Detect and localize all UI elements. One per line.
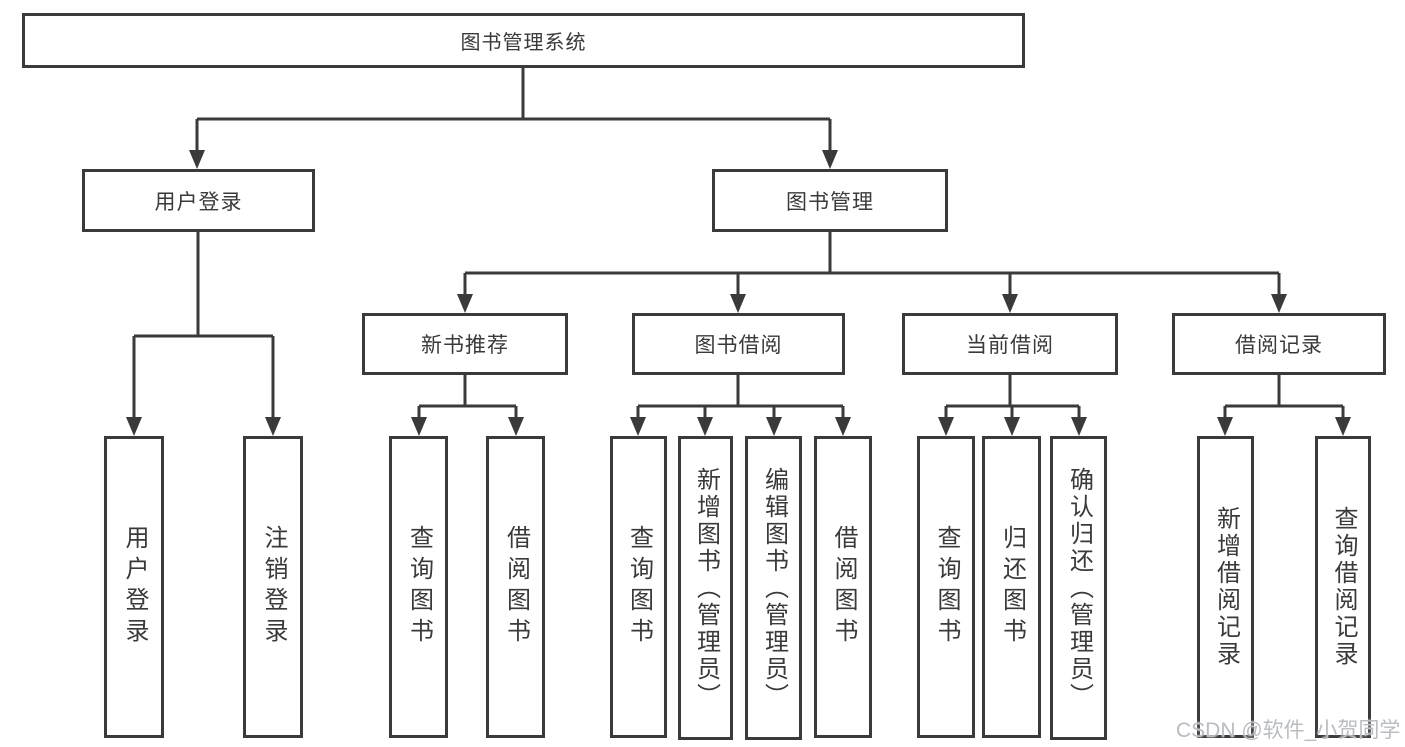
node-label: 新增借阅记录 xyxy=(1212,506,1240,668)
node-book-management: 图书管理 xyxy=(712,169,948,232)
node-new-book-recommendation: 新书推荐 xyxy=(362,313,568,375)
node-label: 新书推荐 xyxy=(421,334,509,357)
node-label: 归还图书 xyxy=(998,525,1026,649)
leaf-add-borrow-record: 新增借阅记录 xyxy=(1197,436,1254,738)
leaf-return-books: 归还图书 xyxy=(982,436,1041,738)
node-label: 借阅图书 xyxy=(830,525,857,649)
node-label: 用户登录 xyxy=(154,190,243,214)
node-borrowing-records: 借阅记录 xyxy=(1172,313,1386,375)
leaf-edit-books-admin: 编辑图书（管理员） xyxy=(745,436,802,740)
leaf-query-books-borrow: 查询图书 xyxy=(610,436,667,738)
node-library-management-system: 图书管理系统 xyxy=(22,13,1025,68)
node-label: 编辑图书（管理员） xyxy=(760,466,788,710)
node-label: 查询图书 xyxy=(625,525,653,649)
node-user-login: 用户登录 xyxy=(82,169,315,232)
node-label: 查询借阅记录 xyxy=(1330,506,1357,668)
leaf-add-books-admin: 新增图书（管理员） xyxy=(678,436,733,740)
node-label: 查询图书 xyxy=(405,525,433,649)
node-label: 查询图书 xyxy=(933,525,960,649)
node-label: 确认归还（管理员） xyxy=(1065,466,1093,710)
leaf-query-books-recommend: 查询图书 xyxy=(389,436,448,738)
node-label: 借阅记录 xyxy=(1235,334,1323,357)
node-current-borrowing: 当前借阅 xyxy=(902,313,1118,375)
node-label: 注销登录 xyxy=(260,525,287,649)
leaf-query-borrow-record: 查询借阅记录 xyxy=(1315,436,1371,738)
leaf-query-books-current: 查询图书 xyxy=(917,436,975,738)
csdn-watermark: CSDN @软件_小贺同学 xyxy=(1176,719,1401,742)
node-book-borrowing: 图书借阅 xyxy=(632,313,845,375)
node-label: 图书管理系统 xyxy=(460,32,587,54)
node-label: 新增图书（管理员） xyxy=(692,466,720,710)
node-label: 图书借阅 xyxy=(694,334,783,357)
leaf-user-login: 用户登录 xyxy=(104,436,164,738)
node-label: 借阅图书 xyxy=(502,525,530,649)
leaf-borrow-books: 借阅图书 xyxy=(814,436,872,738)
leaf-confirm-return-admin: 确认归还（管理员） xyxy=(1050,436,1107,740)
node-label: 当前借阅 xyxy=(966,334,1054,357)
node-label: 图书管理 xyxy=(786,190,874,214)
leaf-logout: 注销登录 xyxy=(243,436,303,738)
leaf-borrow-books-recommend: 借阅图书 xyxy=(486,436,545,738)
node-label: 用户登录 xyxy=(121,525,148,649)
